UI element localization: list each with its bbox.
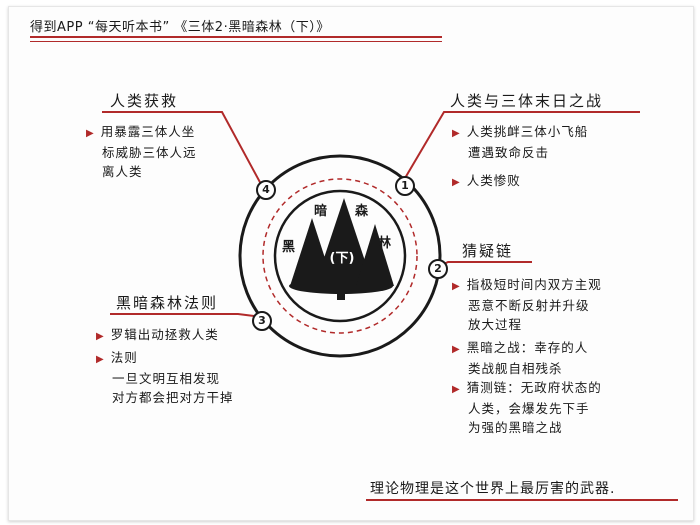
- bullet-icon: ▶: [96, 331, 105, 342]
- section-1-title: 人类与三体末日之战: [450, 92, 604, 110]
- bullet-icon: ▶: [86, 128, 95, 139]
- dashed-ring: [262, 178, 418, 334]
- header-title: 得到APP “每天听本书” 《三体2·黑暗森林（下）》: [30, 20, 330, 35]
- center-char-sen: 森: [355, 204, 369, 219]
- bullet-icon: ▶: [452, 344, 461, 355]
- section-1-item-1: ▶人类挑衅三体小飞船 遭遇致命反击: [452, 124, 589, 160]
- section-4-item-1: ▶用暴露三体人坐 标威胁三体人远 离人类: [86, 124, 197, 179]
- forest-icon: [289, 198, 394, 300]
- section-1-item-2: ▶人类惨败: [452, 173, 521, 188]
- marker-3: 3: [252, 311, 272, 331]
- connector-3: [110, 313, 255, 317]
- bullet-icon: ▶: [452, 281, 461, 292]
- marker-4: 4: [256, 180, 276, 200]
- section-2-item-2: ▶黑暗之战：幸存的人 类战舰自相残杀: [452, 340, 589, 376]
- center-char-an: 暗: [314, 204, 328, 219]
- footer-underline: [366, 499, 678, 501]
- section-3-title: 黑暗森林法则: [116, 294, 219, 312]
- section-2-title: 猜疑链: [462, 242, 514, 260]
- connector-1: [397, 111, 640, 191]
- bullet-icon: ▶: [96, 354, 105, 365]
- marker-2: 2: [428, 259, 448, 279]
- outer-ring: [238, 154, 442, 358]
- inner-ring: [273, 189, 407, 323]
- header-underline: [30, 36, 442, 38]
- section-2-item-1: ▶指极短时间内双方主观 恶意不断反射并升级 放大过程: [452, 277, 602, 332]
- section-2-item-3: ▶猜测链：无政府状态的 人类，会爆发先下手 为强的黑暗之战: [452, 380, 602, 435]
- bullet-icon: ▶: [452, 384, 461, 395]
- connector-2: [435, 261, 532, 269]
- footer-quote: 理论物理是这个世界上最厉害的武器.: [370, 481, 616, 497]
- center-badge: (下): [329, 251, 355, 266]
- center-char-hei: 黑: [282, 240, 296, 255]
- bullet-icon: ▶: [452, 128, 461, 139]
- section-3-item-1: ▶罗辑出动拯救人类: [96, 327, 219, 342]
- section-4-title: 人类获救: [110, 92, 179, 110]
- center-char-lin: 林: [378, 236, 392, 251]
- header-underline-thin: [30, 41, 442, 42]
- connector-4: [102, 111, 263, 187]
- bullet-icon: ▶: [452, 177, 461, 188]
- marker-1: 1: [395, 176, 415, 196]
- section-3-item-2: ▶法则 一旦文明互相发现 对方都会把对方干掉: [96, 350, 234, 405]
